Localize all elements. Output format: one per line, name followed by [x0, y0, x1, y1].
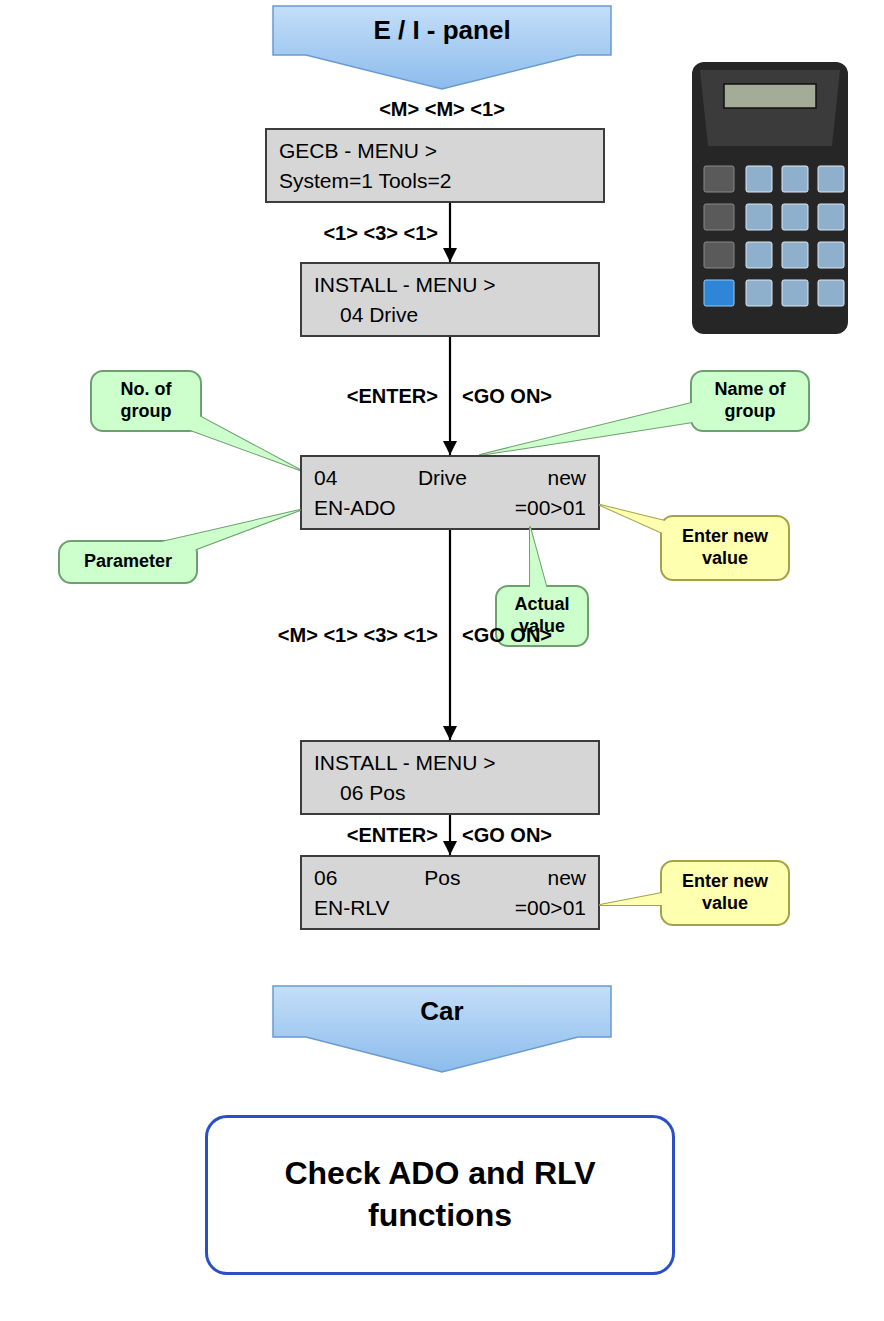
keypad-key [746, 242, 772, 268]
keypad-key [746, 280, 772, 306]
keypad-key [782, 204, 808, 230]
keypad-device [692, 62, 848, 334]
keypad-key [782, 242, 808, 268]
node-text: Enter new value [675, 871, 775, 914]
display-line: GECB - MENU > [279, 136, 591, 165]
node-text: No. of group [101, 379, 191, 422]
keypad-lcd [724, 84, 816, 108]
flow-arrow [449, 203, 451, 262]
keypad-key [818, 280, 844, 306]
node-text: Car [420, 996, 463, 1027]
display-line: EN-ADO =00>01 [314, 493, 586, 522]
keypad-key [818, 204, 844, 230]
display-line: 06 Pos [314, 778, 586, 807]
display-line: INSTALL - MENU > [314, 748, 586, 777]
flow-arrow [449, 530, 451, 740]
callout-note: Name of group [690, 370, 810, 432]
display-box: GECB - MENU >System=1 Tools=2 [265, 128, 605, 203]
keypad-key [818, 166, 844, 192]
car-arrow: Car [272, 985, 612, 1073]
key-sequence: <GO ON> [462, 824, 552, 847]
callout-note: Enter new value [660, 860, 790, 926]
keypad-key [746, 204, 772, 230]
callout-note: Enter new value [660, 515, 790, 581]
keypad-key [746, 166, 772, 192]
callout-note: Parameter [58, 540, 198, 584]
key-sequence: <GO ON> [462, 385, 552, 408]
key-sequence: <GO ON> [462, 624, 552, 647]
node-text: Check ADO and RLV functions [265, 1153, 615, 1236]
display-line: System=1 Tools=2 [279, 166, 591, 195]
key-sequence: <ENTER> [347, 385, 438, 408]
result-box: Check ADO and RLV functions [205, 1115, 675, 1275]
keypad-key [818, 242, 844, 268]
keypad-body [692, 62, 848, 334]
key-sequence: <1> <3> <1> [323, 221, 438, 244]
node-text: E / I - panel [373, 15, 510, 46]
key-sequence: <M> <1> <3> <1> [278, 624, 438, 647]
display-box: INSTALL - MENU >04 Drive [300, 262, 600, 337]
display-line: 04 Drive new [314, 463, 586, 492]
flow-arrow [449, 337, 451, 455]
key-sequence: <ENTER> [347, 824, 438, 847]
display-box: INSTALL - MENU >06 Pos [300, 740, 600, 815]
display-line: 04 Drive [314, 300, 586, 329]
node-text: Enter new value [675, 526, 775, 569]
display-line: 06 Pos new [314, 863, 586, 892]
start-arrow: E / I - panel [272, 5, 612, 90]
node-text: Parameter [68, 551, 188, 573]
block-arrow-outline [273, 986, 611, 1072]
keypad-key [704, 280, 734, 306]
display-line: INSTALL - MENU > [314, 270, 586, 299]
display-box: 06 Pos newEN-RLV =00>01 [300, 855, 600, 930]
keypad-key [704, 242, 734, 268]
block-arrow-outline [273, 6, 611, 89]
node-text: Name of group [700, 379, 800, 422]
display-line: EN-RLV =00>01 [314, 893, 586, 922]
display-box: 04 Drive newEN-ADO =00>01 [300, 455, 600, 530]
keypad-key [704, 166, 734, 192]
keypad-key [782, 166, 808, 192]
keypad-key [782, 280, 808, 306]
keypad-key [704, 204, 734, 230]
flow-arrow [449, 815, 451, 855]
callout-note: No. of group [90, 370, 202, 432]
key-sequence: <M> <M> <1> [379, 98, 505, 121]
keypad-face [700, 70, 840, 146]
